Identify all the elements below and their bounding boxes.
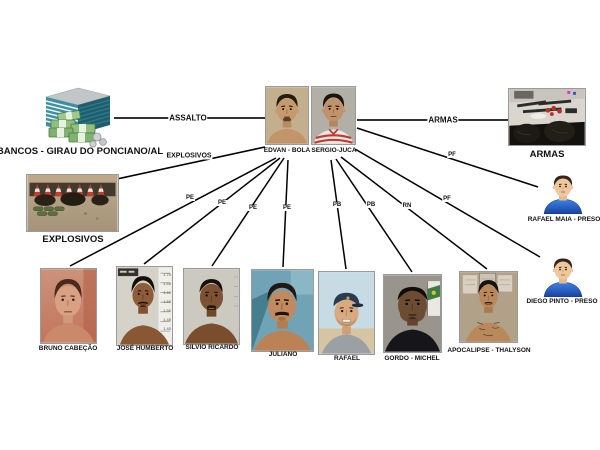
edvan-photo bbox=[266, 87, 308, 144]
explosivos-photo bbox=[27, 175, 118, 231]
silvio-photo bbox=[184, 269, 239, 344]
edge-label-pe-2: PE bbox=[216, 200, 228, 206]
armas-label: ARMAS bbox=[529, 149, 565, 160]
edge-line-pe-silvio bbox=[211, 157, 285, 267]
arrested-person-avatar-icon bbox=[543, 175, 583, 214]
bruno-label: BRUNO CABEÇÃO bbox=[38, 345, 98, 352]
rafael-photo bbox=[319, 272, 374, 354]
edge-line-rn-apocalipse bbox=[340, 156, 488, 270]
edge-line-pb-rafael bbox=[330, 159, 347, 270]
edge-label-explosivos: EXPLOSIVOS bbox=[165, 152, 213, 160]
edge-label-pf-1: PF bbox=[442, 196, 452, 202]
node-jose: 1.70 1.65 1.60 1.55 1.50 1.45 1.40 bbox=[116, 266, 173, 346]
edge-label-pe-1: PE bbox=[184, 195, 196, 201]
height-mark: 1.55 bbox=[163, 299, 171, 304]
node-bank bbox=[38, 84, 116, 148]
bank-label: BANCOS - GIRAU DO PONCIANO/AL bbox=[0, 146, 164, 157]
explosivos-label: EXPLOSIVOS bbox=[42, 234, 104, 245]
node-apocalipse bbox=[459, 271, 518, 343]
node-bruno bbox=[40, 268, 97, 344]
diego-pinto-label: DIEGO PINTO - PRESO bbox=[526, 298, 598, 305]
node-gordo bbox=[383, 274, 442, 353]
height-chart: 1.70 1.65 1.60 1.55 1.50 1.45 1.40 bbox=[163, 270, 171, 333]
edvan-label: EDVAN - BOLA bbox=[263, 147, 311, 154]
height-mark: 1.50 bbox=[163, 308, 171, 313]
edge-line-pe-bruno bbox=[69, 157, 277, 267]
edge-label-pf-2: PF bbox=[447, 152, 457, 158]
height-mark: 1.65 bbox=[163, 281, 171, 286]
height-mark: 1.40 bbox=[163, 326, 171, 331]
edge-label-pe-3: PE bbox=[247, 205, 259, 211]
height-mark: 1.60 bbox=[163, 290, 171, 295]
gordo-photo bbox=[384, 275, 441, 352]
edge-label-pb-1: PB bbox=[331, 202, 343, 208]
edge-line-explosivos bbox=[116, 146, 266, 180]
node-edvan bbox=[265, 86, 309, 145]
apocalipse-photo bbox=[460, 272, 517, 342]
silvio-label: SILVIO RICARDO bbox=[185, 344, 239, 351]
arrested-person-avatar-icon bbox=[543, 258, 583, 297]
node-rafael-maia bbox=[539, 171, 587, 214]
node-juliano bbox=[251, 269, 314, 352]
sergio-photo bbox=[312, 87, 355, 144]
edge-label-pb-2: PB bbox=[365, 202, 377, 208]
gordo-label: GORDO - MICHEL bbox=[384, 355, 440, 362]
node-diego-pinto bbox=[539, 254, 587, 297]
bruno-photo bbox=[41, 269, 96, 343]
jose-label: JOSÉ HUMBERTO bbox=[116, 345, 174, 352]
height-mark: 1.45 bbox=[163, 317, 171, 322]
edge-line-pb-gordo bbox=[335, 158, 413, 273]
armas-photo bbox=[509, 89, 585, 145]
bank-money-icon bbox=[44, 87, 112, 148]
node-armas bbox=[508, 88, 586, 146]
node-explosivos bbox=[26, 174, 119, 232]
node-rafael bbox=[318, 271, 375, 355]
rafael-maia-label: RAFAEL MAIA - PRESO bbox=[527, 216, 600, 223]
apocalipse-label: APOCALIPSE - THALYSON bbox=[447, 347, 531, 354]
edge-label-rn: RN bbox=[401, 203, 413, 209]
juliano-label: JULIANO bbox=[268, 351, 298, 358]
jose-photo bbox=[117, 267, 172, 345]
edge-line-pe-jose bbox=[143, 157, 281, 265]
edge-line-pf-diego bbox=[354, 148, 541, 258]
edge-label-assalto: ASSALTO bbox=[168, 113, 208, 123]
juliano-photo bbox=[252, 270, 313, 351]
edge-line-pe-juliano bbox=[282, 159, 289, 268]
edge-label-armas: ARMAS bbox=[427, 115, 459, 125]
height-mark: 1.70 bbox=[163, 272, 171, 277]
sergio-label: SERGIO-JUCA bbox=[311, 147, 357, 154]
node-silvio bbox=[183, 268, 240, 345]
rafael-label: RAFAEL bbox=[334, 355, 360, 362]
node-sergio bbox=[311, 86, 356, 145]
edge-label-pe-4: PE bbox=[281, 205, 293, 211]
